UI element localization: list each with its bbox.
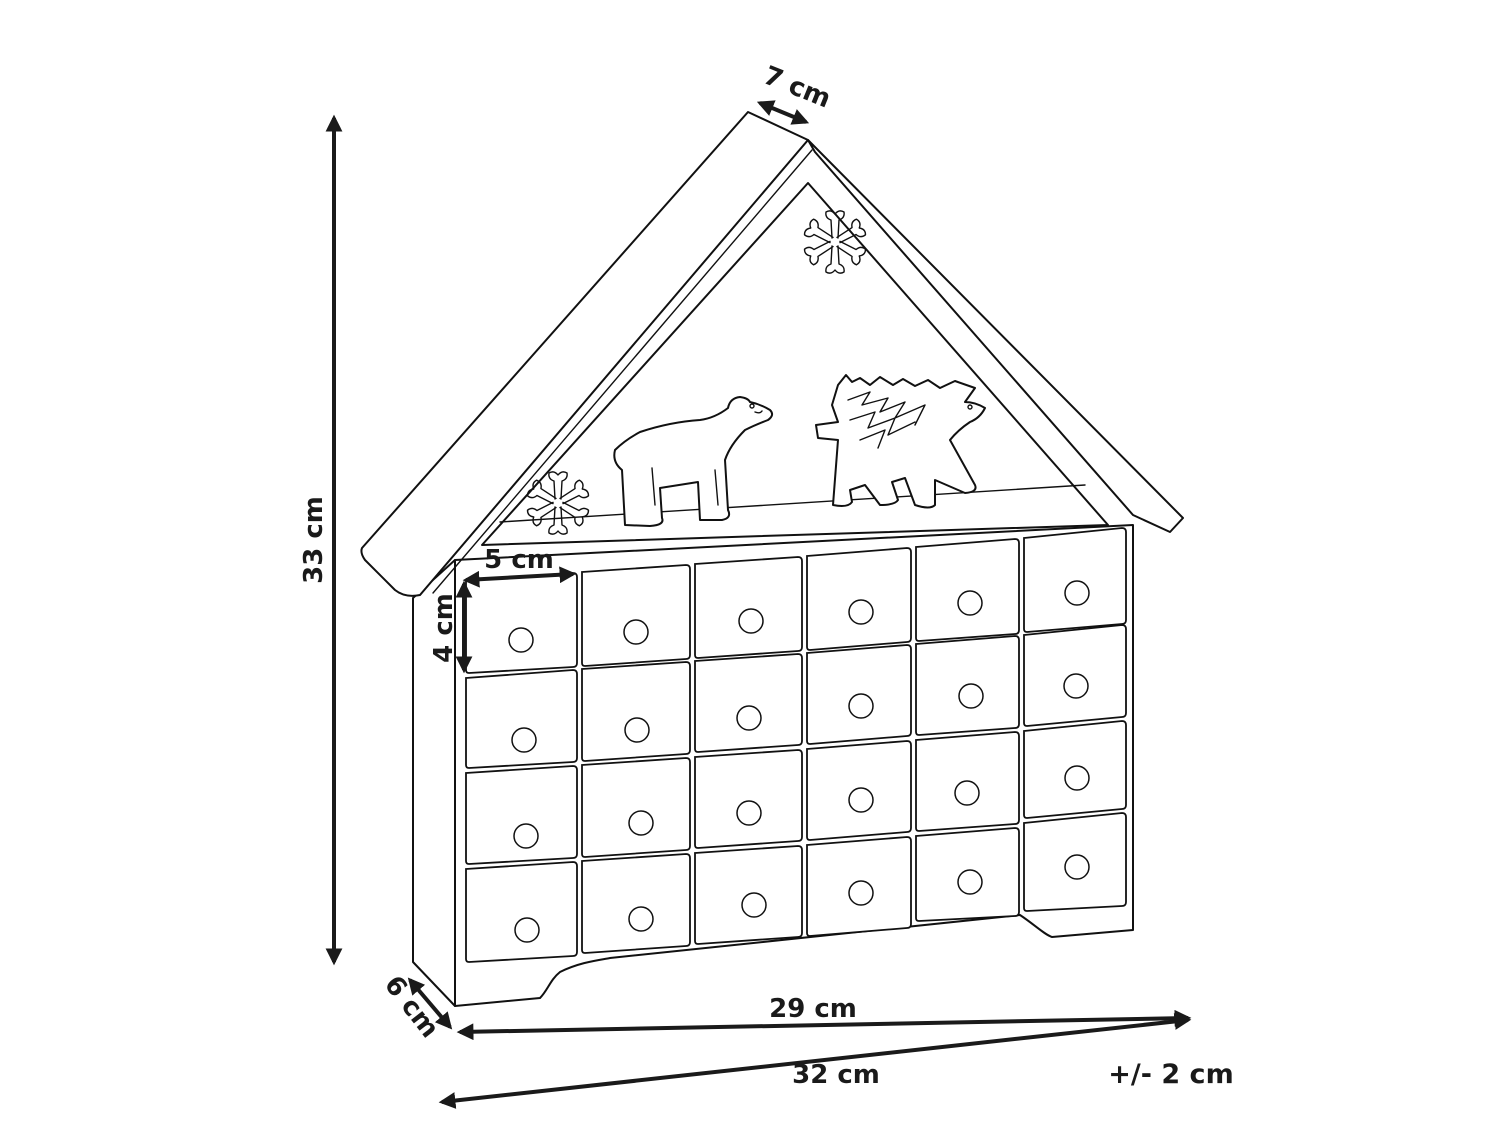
drawer[interactable] <box>806 836 912 937</box>
roof-depth-arrow <box>756 100 810 125</box>
roof-right-inner <box>814 151 1134 516</box>
polar-bear-icon <box>613 396 774 527</box>
roof-right <box>807 139 1184 533</box>
drawer-height-label: 4 cm <box>429 593 459 663</box>
drawer-grid <box>465 527 1127 963</box>
drawer[interactable] <box>806 644 912 745</box>
drawer[interactable] <box>581 564 691 667</box>
drawer[interactable] <box>694 749 803 849</box>
drawer[interactable] <box>1023 812 1127 912</box>
drawer[interactable] <box>915 827 1020 922</box>
snowflake-icon <box>802 210 868 274</box>
polar-bear-with-tree-icon <box>815 374 986 509</box>
dimension-lines <box>325 100 1192 1109</box>
roof-left-inner <box>432 149 813 594</box>
drawer[interactable] <box>465 669 578 769</box>
total-width-label: 32 cm <box>792 1060 880 1090</box>
drawer[interactable] <box>915 731 1020 832</box>
decorations <box>525 210 986 535</box>
drawer[interactable] <box>915 538 1020 642</box>
drawer[interactable] <box>806 740 912 841</box>
drawer[interactable] <box>694 653 803 753</box>
drawer[interactable] <box>1023 720 1127 819</box>
drawer[interactable] <box>465 765 578 865</box>
roof <box>360 111 1184 597</box>
drawer[interactable] <box>465 572 578 674</box>
shelf-line <box>499 484 1086 523</box>
drawer[interactable] <box>1023 624 1127 727</box>
drawer[interactable] <box>1023 527 1127 633</box>
drawer[interactable] <box>694 845 803 945</box>
inner-width-label: 29 cm <box>769 994 857 1024</box>
drawer[interactable] <box>465 861 578 963</box>
drawer[interactable] <box>694 556 803 659</box>
drawer[interactable] <box>915 635 1020 736</box>
total-width-arrow <box>438 1013 1192 1109</box>
drawer[interactable] <box>581 853 691 954</box>
tolerance-label: +/- 2 cm <box>1108 1059 1233 1090</box>
height-label: 33 cm <box>299 496 329 584</box>
drawer[interactable] <box>806 547 912 651</box>
drawer[interactable] <box>581 661 691 762</box>
drawer-width-label: 5 cm <box>484 545 554 575</box>
drawer[interactable] <box>581 757 691 858</box>
roof-left-edge <box>419 139 809 596</box>
drawer-width-arrow <box>462 566 577 588</box>
